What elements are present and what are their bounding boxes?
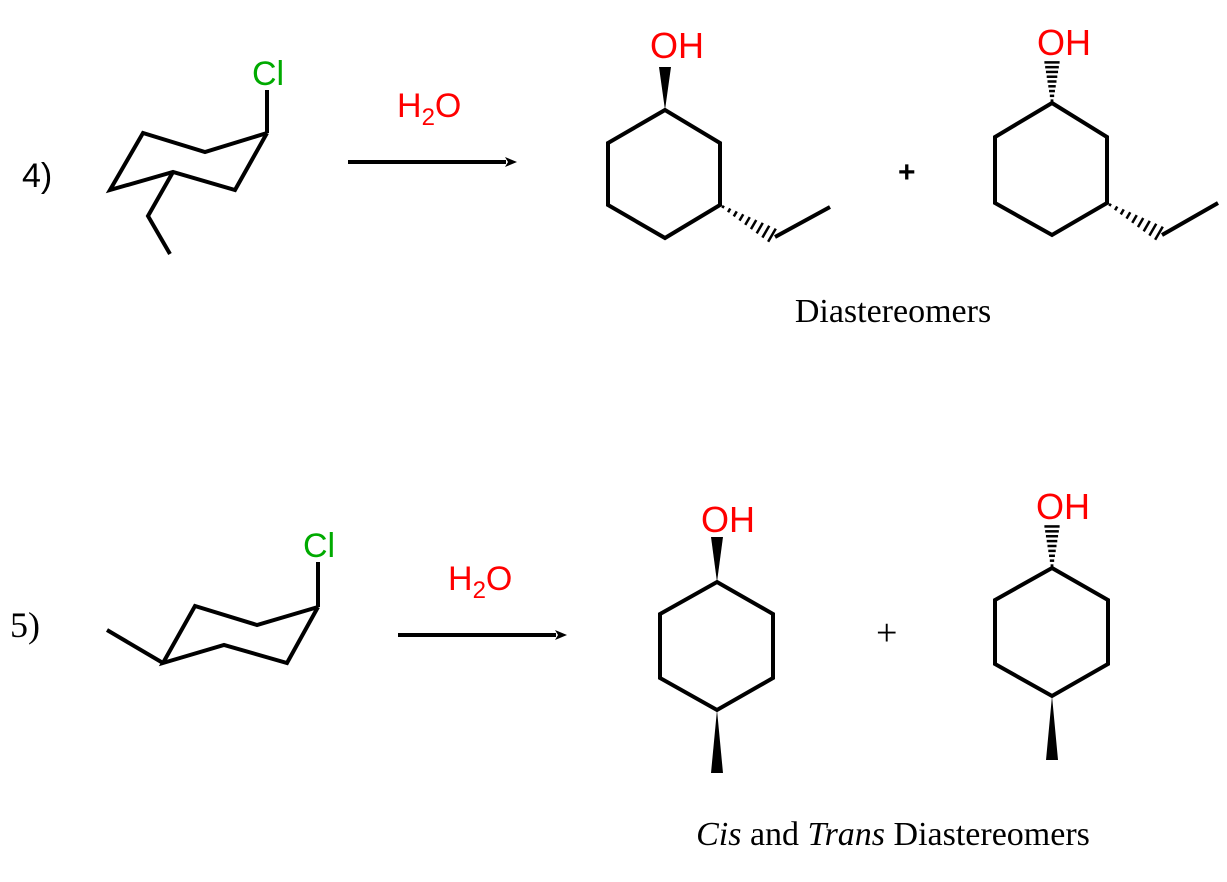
svg-text:H2O: H2O bbox=[448, 560, 512, 604]
oh-label: OH bbox=[1037, 22, 1091, 63]
hash-line bbox=[721, 204, 725, 209]
hash-line bbox=[1125, 211, 1132, 220]
oh-label: OH bbox=[1036, 486, 1090, 527]
reaction-number: 5) bbox=[10, 605, 40, 645]
plus-sign: + bbox=[898, 156, 916, 189]
hash-line bbox=[1154, 226, 1164, 241]
wedge-bond bbox=[659, 67, 671, 110]
reagent-h2o: H2O bbox=[397, 87, 461, 131]
chlorine-label: Cl bbox=[252, 55, 284, 93]
hash-line bbox=[732, 210, 738, 218]
plus-sign: + bbox=[876, 612, 897, 654]
oh-label: OH bbox=[650, 25, 704, 66]
hash-line bbox=[738, 213, 745, 222]
hash-line bbox=[1148, 223, 1158, 237]
hash-line bbox=[755, 222, 764, 234]
product-2-cyclohexanol: OH bbox=[993, 22, 1219, 241]
hash-line bbox=[744, 216, 751, 226]
hash-line bbox=[749, 219, 758, 230]
reagent-h2o: H2O bbox=[448, 560, 512, 604]
caption: Cis and Trans Diastereomers bbox=[696, 816, 1090, 853]
oh-label: OH bbox=[701, 499, 755, 540]
caption: Diastereomers bbox=[795, 293, 991, 330]
hash-line bbox=[1142, 220, 1151, 232]
wedge-bond bbox=[1046, 696, 1058, 760]
reaction-number: 4) bbox=[22, 157, 52, 195]
chlorine-label: Cl bbox=[303, 527, 335, 565]
wedge-bond bbox=[711, 537, 723, 582]
wedge-bond bbox=[711, 710, 723, 773]
hash-line bbox=[1119, 208, 1125, 216]
reaction-5: 5) Cl H2O OH + OH Cis and Trans Diastere… bbox=[10, 486, 1110, 853]
hash-line bbox=[1108, 202, 1112, 207]
svg-text:H2O: H2O bbox=[397, 87, 461, 131]
hashed-wedge-bond bbox=[1044, 61, 1060, 102]
hash-line bbox=[1113, 205, 1119, 211]
hashed-wedge-bond bbox=[721, 204, 777, 243]
reactant-chair-chloro-ethylcyclohexane: Cl bbox=[105, 55, 284, 256]
product-2-methylcyclohexanol: OH bbox=[993, 486, 1110, 760]
reactant-chair-chloro-methylcyclohexane: Cl bbox=[105, 527, 335, 667]
product-1-cyclohexanol: OH bbox=[606, 25, 831, 243]
reaction-4: 4) Cl H2O OH + OH Diastereomers bbox=[22, 22, 1219, 330]
hash-line bbox=[761, 225, 771, 239]
hashed-wedge-bond bbox=[1108, 202, 1164, 241]
hash-line bbox=[1131, 214, 1138, 224]
hash-line bbox=[726, 207, 732, 213]
hash-line bbox=[767, 228, 777, 243]
product-1-methylcyclohexanol: OH bbox=[658, 499, 775, 773]
hashed-wedge-bond bbox=[1044, 525, 1060, 567]
hash-line bbox=[1136, 217, 1145, 228]
